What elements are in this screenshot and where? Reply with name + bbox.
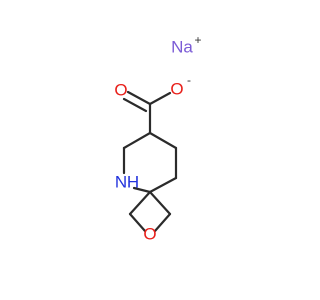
sodium-label: Na bbox=[171, 37, 193, 56]
bond-cspiro-ca bbox=[128, 190, 152, 216]
bond-carbonyl-double-a bbox=[126, 90, 152, 106]
oxetane-oxygen-label: O bbox=[143, 224, 156, 243]
ring-nitrogen-label: N bbox=[115, 172, 127, 191]
bond-cspiro-cb bbox=[148, 190, 172, 216]
ring-nitrogen-hydrogen-label: H bbox=[127, 172, 139, 191]
bond-cspiro-c9 bbox=[148, 176, 178, 194]
bond-cb-o bbox=[153, 212, 172, 233]
sodium-charge-label: + bbox=[194, 33, 201, 47]
carboxylate-charge-label: - bbox=[187, 73, 191, 87]
carboxylate-oxygen-label: O bbox=[170, 79, 183, 98]
atom-labels: Na + O O - N H O bbox=[114, 33, 201, 243]
carbonyl-oxygen-label: O bbox=[114, 80, 127, 99]
bond-carbonyl-double-b bbox=[122, 97, 148, 113]
bond-carboxyl-c-o bbox=[148, 91, 172, 106]
bond-c8-c7 bbox=[148, 131, 178, 150]
bond-n-cspiro bbox=[132, 186, 152, 194]
bond-ca-o bbox=[128, 212, 147, 233]
bond-c7-c6 bbox=[122, 131, 152, 150]
bonds bbox=[122, 90, 178, 233]
structure-diagram: Na + O O - N H O bbox=[114, 33, 201, 243]
